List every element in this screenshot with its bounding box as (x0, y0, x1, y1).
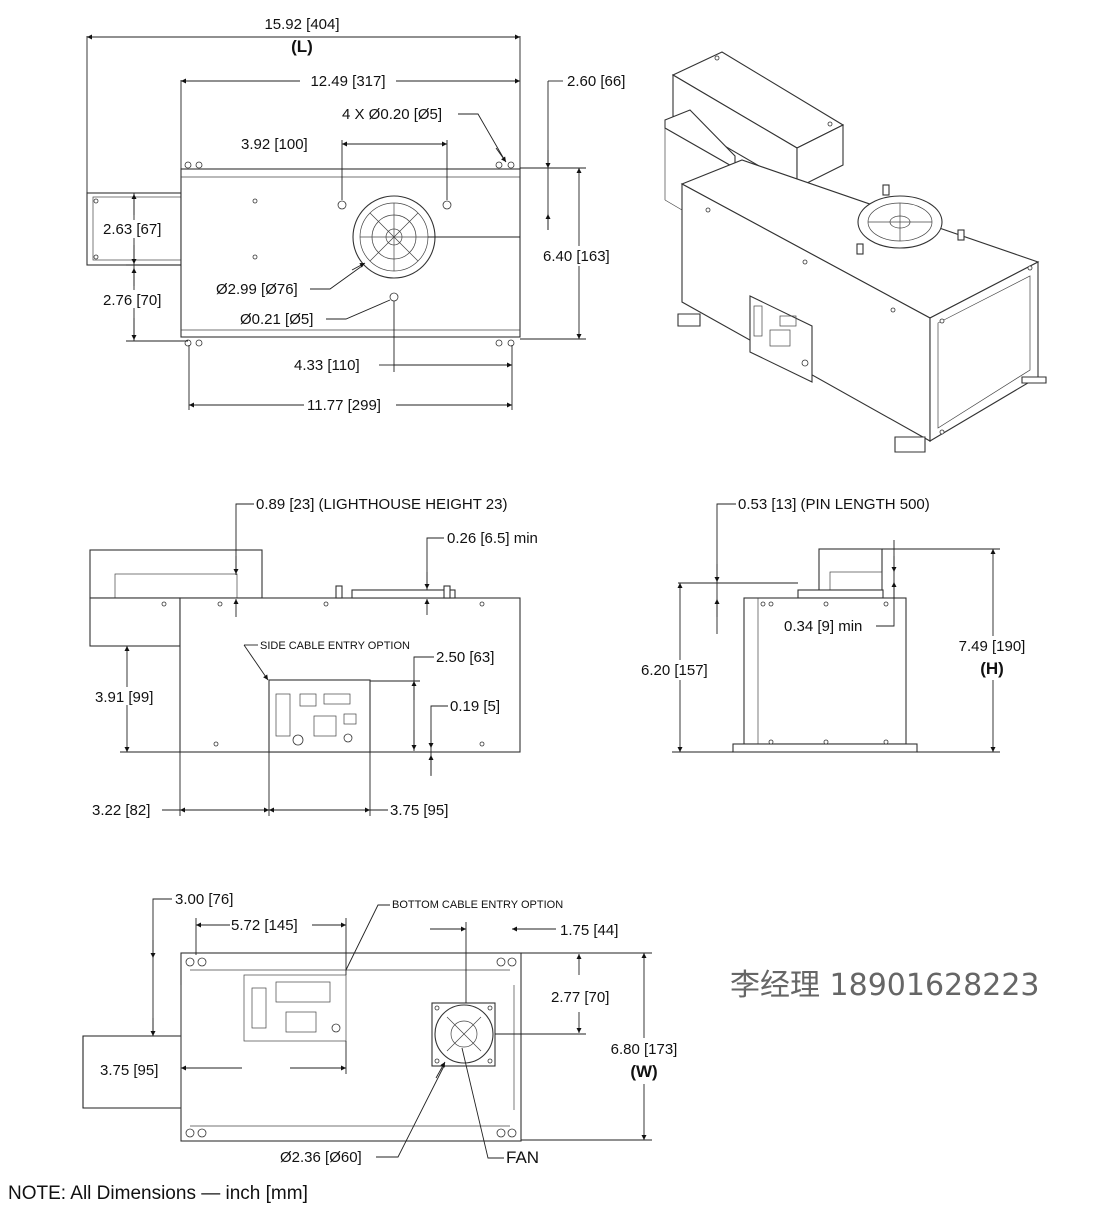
dim-overall-width: 6.80 [173] (611, 1041, 678, 1058)
dim-pin-length: 0.53 [13] (PIN LENGTH 500) (738, 496, 930, 513)
dim-body-depth: 6.40 [163] (543, 248, 610, 265)
side-view: 0.89 [23] (LIGHTHOUSE HEIGHT 23) 0.26 [6… (89, 496, 538, 819)
dim-body-length: 12.49 [317] (310, 73, 385, 90)
dim-side-arm-height: 3.91 [99] (95, 689, 153, 706)
dim-panel-width: 3.75 [95] (390, 802, 448, 819)
dim-arm-width: 2.63 [67] (103, 221, 161, 238)
dim-panel-offset: 0.19 [5] (450, 698, 500, 715)
dim-side-pin-min: 0.26 [6.5] min (447, 530, 538, 547)
dim-pin-offset: 4.33 [110] (294, 357, 360, 374)
contact-text: 李经理 18901628223 (730, 968, 1040, 1003)
dim-arm-offset: 2.76 [70] (103, 292, 161, 309)
dim-overall-height: 7.49 [190] (959, 638, 1026, 655)
dim-panel-left: 3.22 [82] (92, 802, 150, 819)
dim-mount-holes: 4 X Ø0.20 [Ø5] (342, 106, 442, 123)
side-cable-entry-label: SIDE CABLE ENTRY OPTION (260, 640, 410, 652)
dim-fan-diameter: Ø2.99 [Ø76] (216, 281, 298, 298)
dim-base-hole-spacing: 11.77 [299] (307, 397, 381, 414)
dim-cutout-width: 5.72 [145] (231, 917, 298, 934)
dim-body-height: 6.20 [157] (641, 662, 708, 679)
dim-panel-height: 2.50 [63] (436, 649, 494, 666)
dim-fan-offset: 2.77 [70] (551, 989, 609, 1006)
dimension-note: NOTE: All Dimensions — inch [mm] (8, 1183, 308, 1204)
isometric-view (664, 51, 1047, 453)
dim-width-tag: (W) (630, 1062, 657, 1081)
dim-end-pin-min: 0.34 [9] min (784, 618, 862, 635)
bottom-cable-entry-label: BOTTOM CABLE ENTRY OPTION (392, 899, 563, 911)
dim-bottom-arm-offset: 3.00 [76] (175, 891, 233, 908)
dim-length-tag: (L) (291, 37, 313, 56)
bottom-view: 3.00 [76] 5.72 [145] BOTTOM CABLE ENTRY … (82, 891, 686, 1167)
dim-lighthouse-height: 0.89 [23] (LIGHTHOUSE HEIGHT 23) (256, 496, 507, 513)
dim-bottom-corner-offset: 1.75 [44] (560, 922, 618, 939)
top-view: 15.92 [404] (L) 12.49 [317] 2.60 [66] 4 … (86, 16, 625, 414)
dim-bottom-fan-diameter: Ø2.36 [Ø60] (280, 1149, 362, 1166)
dim-corner-offset: 2.60 [66] (567, 73, 625, 90)
dim-bottom-arm-width: 3.75 [95] (100, 1062, 158, 1079)
dim-height-tag: (H) (980, 659, 1004, 678)
fan-label: FAN (506, 1148, 539, 1167)
end-view: 0.53 [13] (PIN LENGTH 500) 0.34 [9] min … (638, 496, 1034, 753)
dim-overall-length: 15.92 [404] (264, 16, 339, 33)
dim-hole-spacing: 3.92 [100] (241, 136, 308, 153)
dim-pin-diameter: Ø0.21 [Ø5] (240, 311, 313, 328)
